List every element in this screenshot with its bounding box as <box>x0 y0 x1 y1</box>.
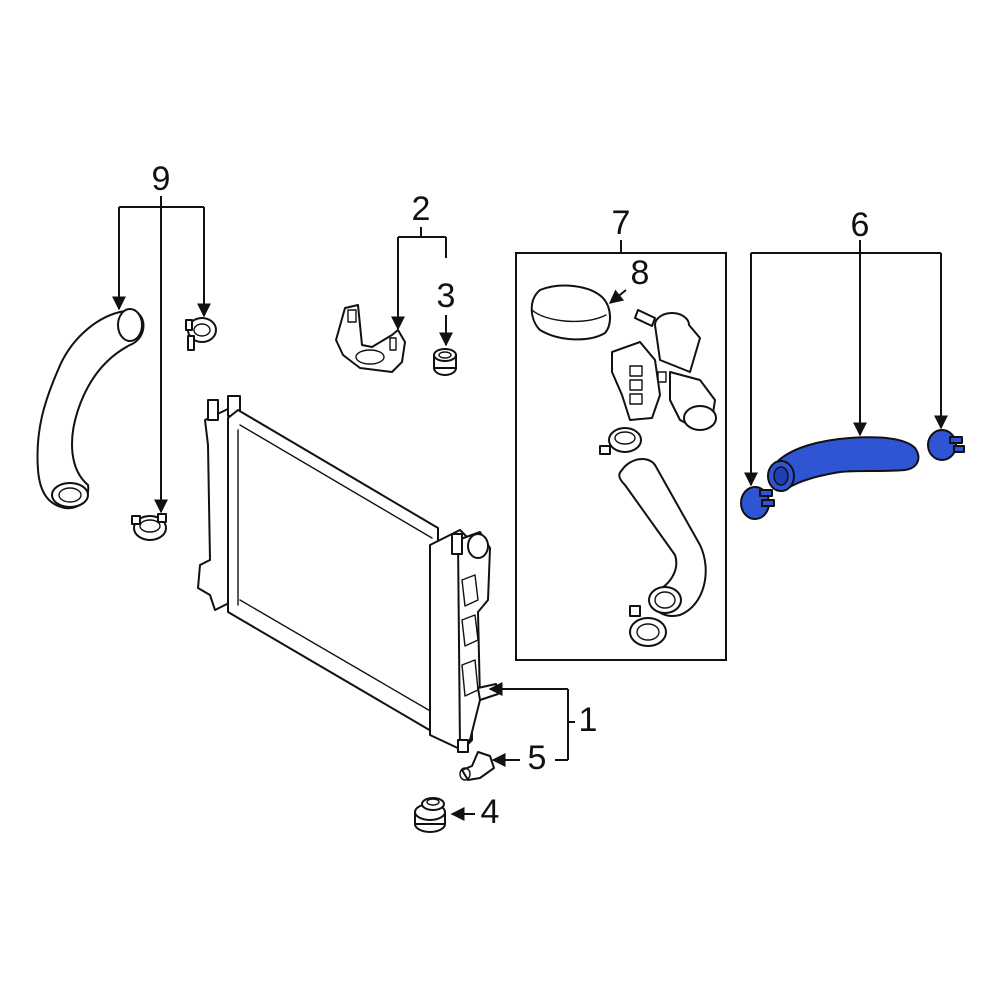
radiator-part[interactable] <box>197 395 499 753</box>
callout-labels: 1 2 3 4 5 6 7 8 9 <box>152 160 870 831</box>
reservoir-hose-part[interactable] <box>618 458 707 617</box>
upper-hose-part[interactable] <box>36 308 145 510</box>
callout-7: 7 <box>612 204 631 242</box>
leader-lines <box>112 196 948 821</box>
reservoir-hose-clamp-top[interactable] <box>599 427 642 455</box>
lower-hose-clamp-right[interactable] <box>927 429 965 461</box>
callout-5: 5 <box>528 739 547 777</box>
callout-6: 6 <box>851 206 870 244</box>
callout-9: 9 <box>152 160 171 198</box>
upper-hose-clamp-bottom[interactable] <box>131 513 167 541</box>
callout-1: 1 <box>579 701 598 739</box>
filler-neck-part[interactable] <box>611 309 717 431</box>
bracket-part[interactable] <box>335 304 406 373</box>
lower-hose-part[interactable] <box>767 436 920 492</box>
lower-hose-clamp-left[interactable] <box>740 486 775 520</box>
mount-cushion-part[interactable] <box>414 797 446 833</box>
drain-plug-part[interactable] <box>459 751 495 781</box>
callout-2: 2 <box>412 190 431 228</box>
callout-3: 3 <box>437 277 456 315</box>
callout-8: 8 <box>631 254 650 292</box>
upper-hose-clamp-top[interactable] <box>185 317 217 351</box>
reservoir-hose-clamp-bottom[interactable] <box>629 605 667 647</box>
callout-4: 4 <box>481 793 500 831</box>
grommet-part[interactable] <box>433 348 457 376</box>
cap-part[interactable] <box>530 284 611 341</box>
